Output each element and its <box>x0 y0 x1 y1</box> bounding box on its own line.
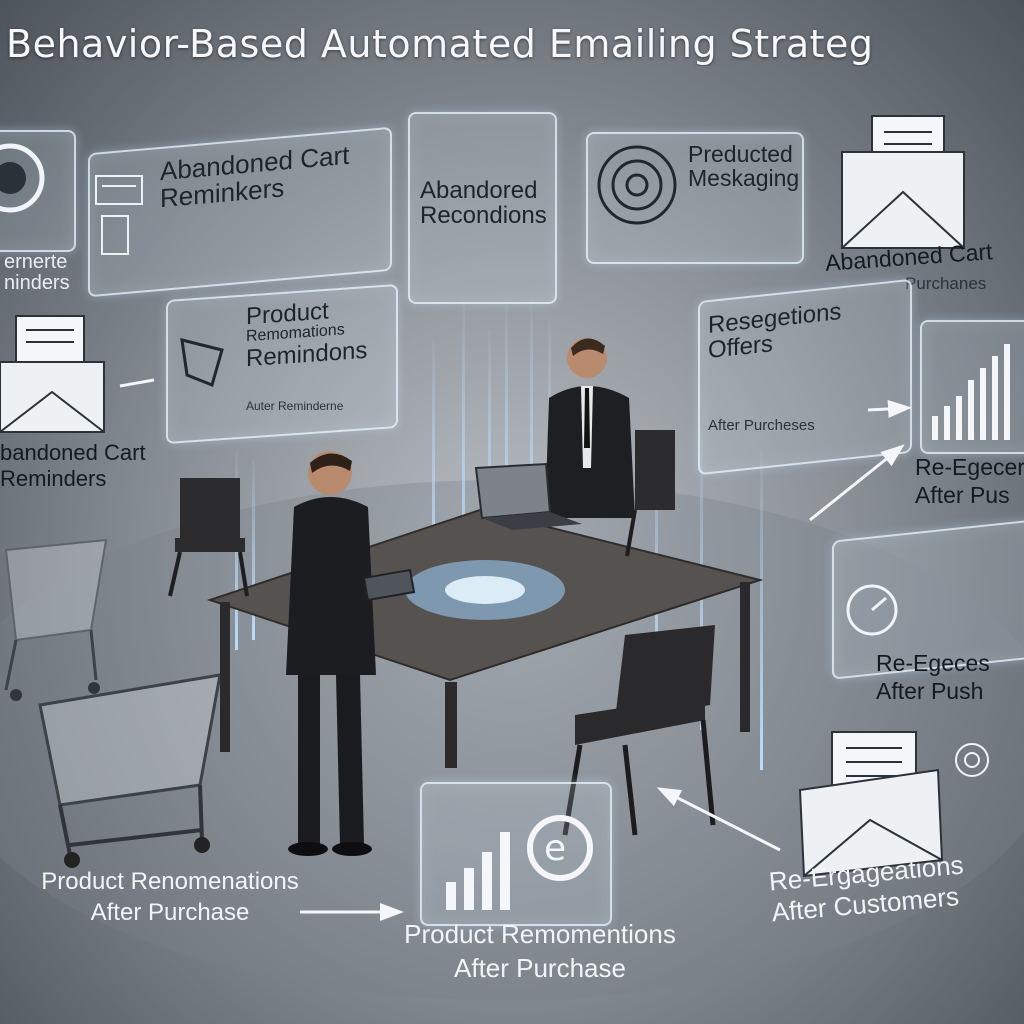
chair-icon <box>562 625 716 836</box>
chair-icon <box>168 478 249 597</box>
left-abandoned-label: bandoned Cart Reminders <box>0 440 146 492</box>
light-beam <box>505 300 508 610</box>
panel-abandored-recondions <box>408 112 557 304</box>
light-beam <box>462 300 465 600</box>
panel-abandored-recondions-title: Abandored Recondions <box>420 177 547 230</box>
right-reengagement-label: Re-Egecer After Pus <box>915 454 1024 508</box>
panel-product-reminders-subtitle: Auter Reminderne <box>246 399 344 413</box>
target-icon <box>0 143 45 213</box>
clock-icon <box>846 584 898 636</box>
panel-predicted-messaging <box>586 132 804 264</box>
light-beam <box>530 300 533 600</box>
light-beam <box>432 340 435 600</box>
chair-icon <box>625 430 675 557</box>
person-standing <box>286 451 376 856</box>
bottom-left-label: Product Renomenations After Purchase <box>41 868 299 927</box>
panel-predicted-messaging-title: Preducted Meskaging <box>688 141 800 192</box>
bar-chart-icon: e <box>446 815 593 910</box>
envelope-icon <box>798 731 944 878</box>
page-title: Behavior-Based Automated Emailing Strate… <box>6 22 874 66</box>
bottom-center-label: Product Remomentions After Purchase <box>404 919 676 983</box>
target-icon <box>597 145 677 225</box>
person-seated <box>545 338 635 518</box>
laptop-icon <box>474 462 582 530</box>
panel-product-reminders-title: Product Remomations Remindons <box>246 297 368 373</box>
hand-icon <box>180 338 224 388</box>
tablet-icon <box>362 568 416 602</box>
right-top-purchases-label: Purchanes <box>905 274 987 293</box>
envelope-icon <box>841 115 965 249</box>
bar-chart-icon <box>932 344 1010 440</box>
svg-text:e: e <box>544 828 566 869</box>
right-reengagement-label-2: Re-Egeces After Push <box>876 650 990 704</box>
envelope-icon <box>0 315 105 433</box>
light-beam <box>760 450 763 770</box>
left-top-label: ernerte ninders <box>4 251 70 294</box>
light-beam <box>252 460 255 640</box>
panel-regeneration-subtitle: After Purcheses <box>708 417 815 434</box>
document-icon <box>95 175 143 255</box>
at-sign-icon <box>955 743 989 777</box>
shopping-cart-icon <box>38 673 222 868</box>
shopping-cart-icon <box>4 538 108 701</box>
